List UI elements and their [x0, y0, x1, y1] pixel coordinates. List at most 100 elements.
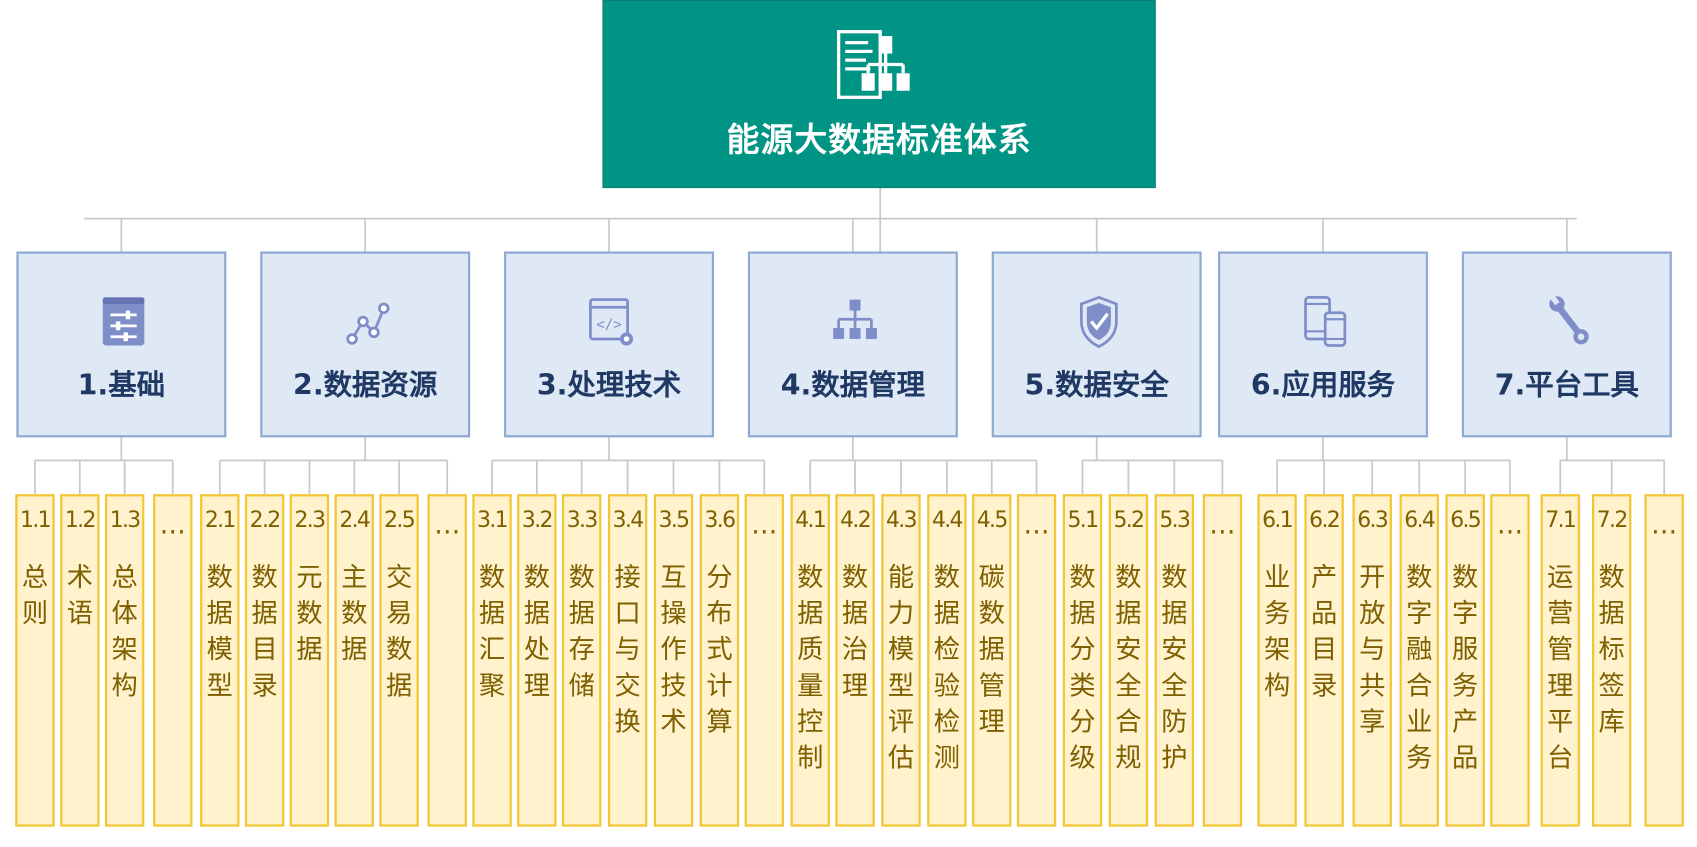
leaf-name: … — [434, 509, 461, 541]
leaf-2-5: 2.5 交易数据 — [379, 494, 419, 827]
leaf-name: 开放与共享 — [1359, 562, 1386, 737]
category-data-security: 5.数据安全 — [991, 251, 1202, 438]
leaf-number: 6.2 — [1309, 506, 1341, 533]
leaf-name: … — [1209, 509, 1236, 541]
leaf-name: 主数据 — [341, 562, 368, 665]
leaf-3-more: … — [744, 494, 784, 827]
leaf-name: 交易数据 — [385, 562, 413, 701]
leaf-name: 数据检验检测 — [933, 562, 961, 774]
leaf-number: 2.2 — [249, 506, 282, 533]
leaf-number: 7.2 — [1596, 506, 1629, 533]
standards-hierarchy-icon — [836, 30, 910, 99]
category-label: 7.平台工具 — [1494, 369, 1639, 403]
leaf-1-more: … — [153, 494, 193, 827]
leaf-name: 术语 — [66, 562, 93, 629]
leaf-number: 6.5 — [1450, 506, 1482, 533]
leaf-name: 业务架构 — [1263, 562, 1291, 701]
leaf-number: 3.6 — [704, 506, 737, 533]
leaf-name: 数据存储 — [568, 562, 595, 701]
leaf-name: 数据安全防护 — [1161, 562, 1188, 774]
category-label: 4.数据管理 — [780, 369, 925, 403]
leaf-number: 6.3 — [1357, 506, 1389, 533]
leaf-number: 3.3 — [566, 506, 599, 533]
leaf-5-2: 5.2 数据安全合规 — [1108, 494, 1149, 827]
leaf-number: 4.5 — [976, 506, 1009, 533]
category-label: 5.数据安全 — [1024, 369, 1169, 403]
leaf-name: 数据模型 — [206, 562, 233, 701]
svg-text:</>: </> — [596, 317, 622, 333]
leaf-number: 6.4 — [1404, 506, 1436, 533]
leaf-name: 接口与交换 — [614, 562, 641, 737]
leaf-name: 数据治理 — [841, 562, 869, 701]
leaf-2-2: 2.2 数据目录 — [244, 494, 285, 827]
leaf-number: 7.1 — [1545, 506, 1577, 533]
category-application-services: 6.应用服务 — [1218, 251, 1428, 438]
leaf-2-3: 2.3 元数据 — [289, 494, 330, 827]
leaf-number: 2.3 — [294, 506, 327, 533]
root-node: 能源大数据标准体系 — [602, 0, 1156, 189]
leaf-name: 总体架构 — [111, 562, 138, 701]
category-data-management: 4.数据管理 — [747, 251, 958, 438]
leaf-4-more: … — [1016, 494, 1057, 827]
leaf-name: 总则 — [21, 562, 49, 629]
leaf-number: 4.4 — [931, 506, 964, 533]
category-foundation: 1.基础 — [16, 251, 227, 438]
leaf-name: 数据处理 — [523, 562, 550, 701]
category-label: 3.处理技术 — [536, 369, 682, 403]
leaf-number: 5.2 — [1113, 506, 1145, 533]
leaf-6-more: … — [1490, 494, 1530, 827]
leaf-number: 3.1 — [477, 506, 509, 533]
leaf-6-1: 6.1 业务架构 — [1257, 494, 1297, 827]
leaf-5-1: 5.1 数据分类分级 — [1062, 494, 1103, 827]
category-label: 6.应用服务 — [1250, 369, 1396, 403]
root-title: 能源大数据标准体系 — [726, 121, 1032, 160]
leaf-name: … — [1496, 509, 1524, 541]
shield-check-icon — [1080, 295, 1118, 349]
leaf-name: 数字融合业务 — [1406, 562, 1433, 774]
leaf-7-2: 7.2 数据标签库 — [1591, 494, 1632, 827]
leaf-2-4: 2.4 主数据 — [334, 494, 374, 827]
leaf-number: 2.4 — [339, 506, 371, 533]
leaf-name: … — [1023, 509, 1050, 541]
leaf-name: 元数据 — [296, 562, 323, 665]
mobile-devices-icon — [1304, 296, 1347, 347]
leaf-name: 数据目录 — [251, 562, 278, 701]
leaf-7-more: … — [1644, 494, 1684, 827]
category-processing-tech: </> 3.处理技术 — [504, 251, 714, 438]
leaf-number: 4.1 — [795, 506, 827, 533]
wrench-icon — [1549, 295, 1589, 345]
leaf-number: 1.1 — [20, 506, 52, 533]
adjustment-panel-icon — [102, 297, 145, 346]
category-label: 1.基础 — [77, 369, 166, 403]
leaf-1-1: 1.1 总则 — [15, 494, 55, 827]
leaf-6-2: 6.2 产品目录 — [1304, 494, 1344, 827]
leaf-2-more: … — [427, 494, 467, 827]
code-window-gear-icon: </> — [589, 298, 634, 346]
leaf-name: 数据汇聚 — [478, 562, 506, 701]
leaf-name: 数据标签库 — [1598, 562, 1625, 737]
category-platform-tools: 7.平台工具 — [1461, 251, 1672, 438]
leaf-number: 6.1 — [1262, 506, 1294, 533]
leaf-name: 产品目录 — [1310, 562, 1338, 701]
leaf-1-3: 1.3 总体架构 — [104, 494, 145, 827]
leaf-3-3: 3.3 数据存储 — [562, 494, 602, 827]
leaf-6-4: 6.4 数字融合业务 — [1399, 494, 1439, 827]
leaf-number: 4.3 — [886, 506, 918, 533]
leaf-name: 数据安全合规 — [1115, 562, 1142, 774]
leaf-name: … — [159, 509, 186, 541]
leaf-number: 2.5 — [384, 506, 416, 533]
leaf-name: 数据分类分级 — [1069, 562, 1096, 774]
leaf-number: 1.3 — [109, 506, 142, 533]
leaf-name: 能力模型评估 — [887, 562, 915, 774]
leaf-number: 5.1 — [1067, 506, 1100, 533]
